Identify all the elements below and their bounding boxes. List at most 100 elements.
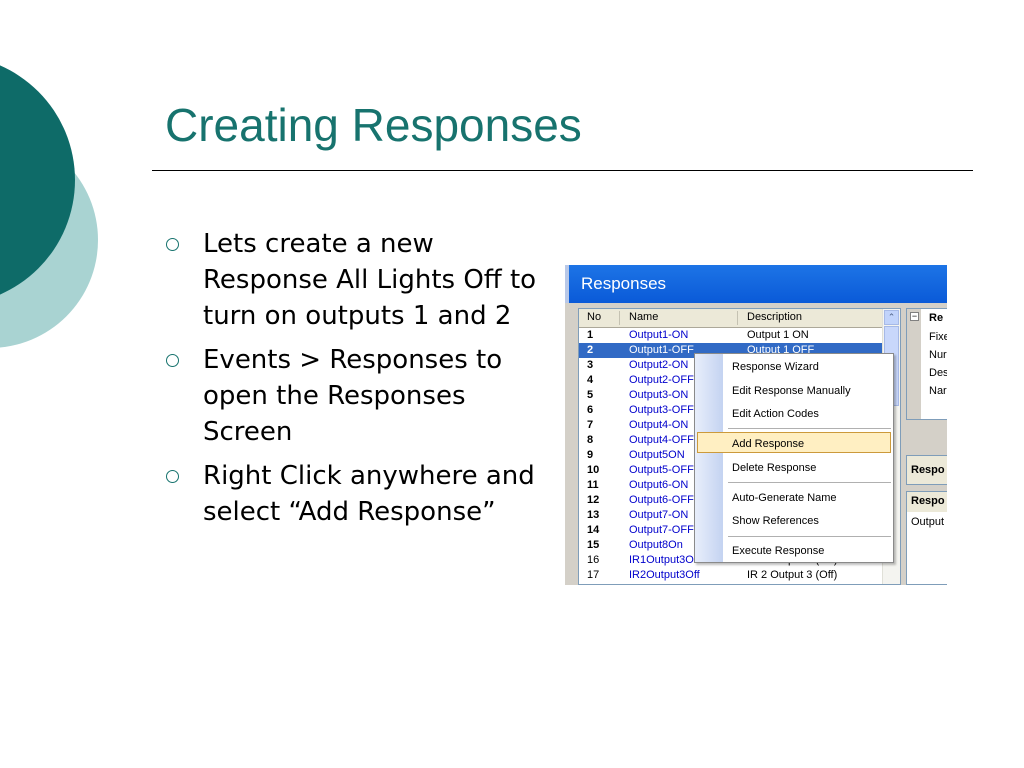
context-menu-icon-strip (695, 354, 723, 562)
row-number: 2 (587, 344, 594, 356)
table-row[interactable]: 4 Output2-OFF (579, 373, 884, 388)
column-separator (737, 311, 738, 325)
properties-gutter (907, 309, 921, 419)
table-row[interactable]: 5 Output3-ON (579, 388, 884, 403)
row-number: 14 (587, 524, 600, 536)
menu-item-delete-response[interactable]: Delete Response (732, 462, 817, 474)
row-name: Output3-ON (629, 389, 689, 401)
responses-header: Responses (565, 265, 947, 303)
menu-separator (728, 482, 891, 483)
response-box-title: Respo (907, 456, 947, 484)
row-name: Output2-ON (629, 359, 689, 371)
bullet-item: Right Click anywhere and select “Add Res… (160, 458, 540, 530)
row-number: 4 (587, 374, 594, 386)
bullet-item: Events > Responses to open the Responses… (160, 342, 540, 450)
row-number: 5 (587, 389, 594, 401)
menu-separator (728, 536, 891, 537)
column-header-no[interactable]: No (587, 311, 602, 323)
slide-title: Creating Responses (165, 99, 582, 151)
response-details-title: Respo (907, 492, 947, 512)
column-separator (619, 311, 620, 325)
menu-highlight (697, 432, 891, 453)
row-name: Output4-ON (629, 419, 689, 431)
bullet-text: Right Click anywhere and select “Add Res… (203, 461, 535, 527)
row-number: 12 (587, 494, 600, 506)
property-item[interactable]: Nar (929, 385, 947, 397)
response-details-text: Output (911, 516, 945, 528)
row-name: Output8On (629, 539, 683, 551)
property-item[interactable]: Des (929, 367, 947, 379)
responses-header-title: Responses (581, 274, 667, 293)
table-row[interactable]: 15 Output8On (579, 538, 884, 553)
column-header-name[interactable]: Name (629, 311, 659, 323)
row-name: IR1Output3On (629, 554, 700, 566)
table-row[interactable]: 13 Output7-ON (579, 508, 884, 523)
table-row[interactable]: 9 Output5ON (579, 448, 884, 463)
row-number: 9 (587, 449, 594, 461)
row-number: 6 (587, 404, 594, 416)
row-name: Output5-OFF (629, 464, 694, 476)
row-name: Output1-ON (629, 329, 689, 341)
column-header-description[interactable]: Description (747, 311, 803, 323)
menu-item-response-wizard[interactable]: Response Wizard (732, 361, 819, 373)
table-row[interactable]: 6 Output3-OFF (579, 403, 884, 418)
row-number: 8 (587, 434, 594, 446)
table-row[interactable]: 7 Output4-ON (579, 418, 884, 433)
row-number: 11 (587, 479, 599, 491)
title-divider (152, 170, 973, 171)
row-name: Output4-OFF (629, 434, 694, 446)
collapse-icon[interactable]: − (910, 311, 919, 321)
table-row[interactable]: 12 Output6-OFF (579, 493, 884, 508)
property-item[interactable]: Nur (929, 349, 947, 361)
decorative-circles (0, 65, 98, 348)
row-name: Output7-OFF (629, 524, 694, 536)
bullet-text: Lets create a new Response All Lights Of… (203, 229, 537, 331)
menu-item-edit-action-codes[interactable]: Edit Action Codes (732, 408, 819, 420)
response-box: Respo (906, 455, 947, 485)
scroll-up-icon[interactable]: ⌃ (884, 310, 899, 325)
menu-item-add-response[interactable]: Add Response (732, 438, 805, 450)
row-description: IR 2 Output 3 (Off) (747, 569, 838, 581)
row-name: Output1-OFF (629, 344, 694, 356)
row-number: 1 (587, 329, 594, 341)
row-name: Output5ON (629, 449, 685, 461)
row-name: Output7-ON (629, 509, 689, 521)
row-name: Output2-OFF (629, 374, 694, 386)
row-number: 15 (587, 539, 600, 551)
menu-item-execute-response[interactable]: Execute Response (732, 545, 825, 557)
row-name: Output6-OFF (629, 494, 694, 506)
menu-item-show-references[interactable]: Show References (732, 515, 819, 527)
bullet-circle-icon (166, 470, 179, 483)
bullet-circle-icon (166, 238, 179, 251)
property-item[interactable]: Fixe (929, 331, 947, 343)
table-row[interactable]: 11 Output6-ON (579, 478, 884, 493)
table-row[interactable]: 10 Output5-OFF (579, 463, 884, 478)
list-column-headers: No Name Description (579, 309, 884, 328)
bullet-list: Lets create a new Response All Lights Of… (160, 226, 540, 538)
context-menu: Response Wizard Edit Response Manually E… (694, 353, 894, 563)
bullet-circle-icon (166, 354, 179, 367)
row-name: Output6-ON (629, 479, 689, 491)
menu-separator (728, 428, 891, 429)
properties-panel: − Re Fixe Nur Des Nar (906, 308, 947, 420)
row-number: 13 (587, 509, 600, 521)
row-number: 17 (587, 569, 600, 581)
bullet-text: Events > Responses to open the Responses… (203, 345, 503, 447)
menu-item-edit-response-manually[interactable]: Edit Response Manually (732, 385, 851, 397)
row-number: 7 (587, 419, 594, 431)
row-name: Output3-OFF (629, 404, 694, 416)
table-row[interactable]: 8 Output4-OFF (579, 433, 884, 448)
row-number: 10 (587, 464, 600, 476)
dark-circle (0, 65, 75, 295)
menu-item-auto-generate-name[interactable]: Auto-Generate Name (732, 492, 837, 504)
response-details-box: Respo Output (906, 491, 947, 585)
table-row[interactable]: 14 Output7-OFF (579, 523, 884, 538)
row-name: IR2Output3Off (629, 569, 700, 581)
row-number: 16 (587, 554, 600, 566)
row-description: Output 1 ON (747, 329, 809, 341)
table-row[interactable]: 17 IR2Output3Off IR 2 Output 3 (Off) (579, 568, 884, 583)
properties-header: Re (929, 312, 944, 324)
table-row[interactable]: 1 Output1-ON Output 1 ON (579, 328, 884, 343)
